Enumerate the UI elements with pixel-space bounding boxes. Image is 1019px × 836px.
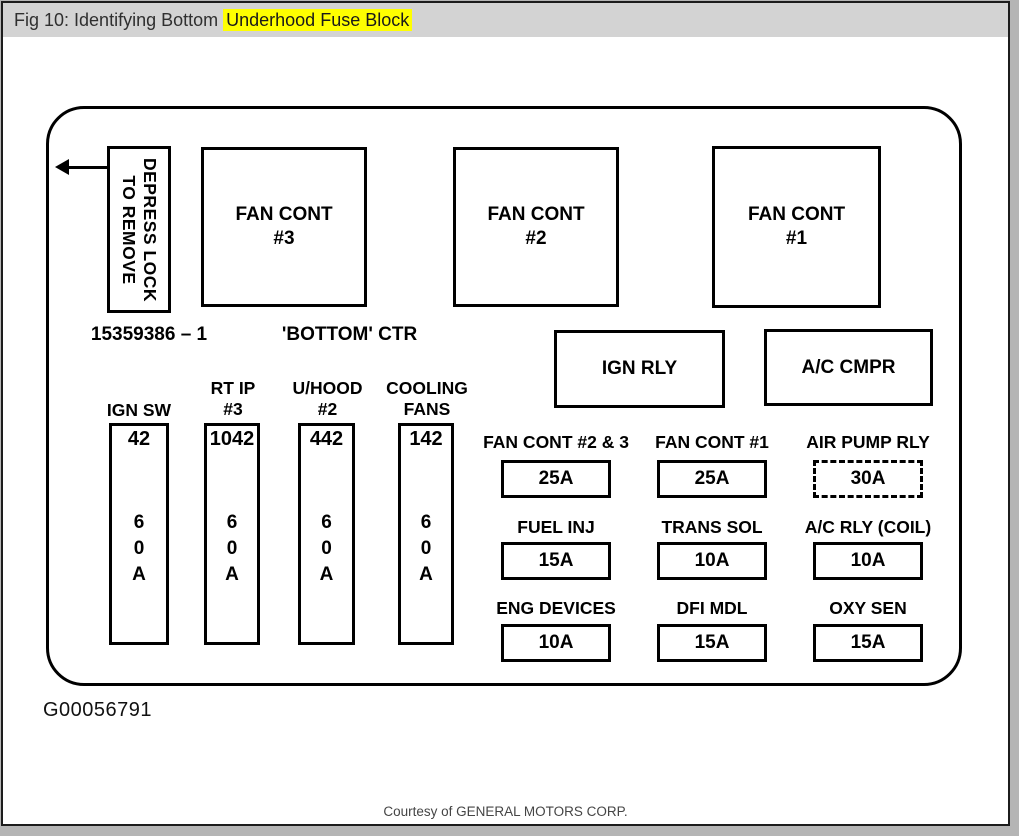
mini-fuse-label-oxy-sen: OXY SEN — [829, 598, 907, 618]
mini-fuse-box-trans-sol: 10A — [657, 542, 767, 580]
fan-cont-2-label-line1: FAN CONT — [487, 204, 585, 225]
figure-caption-highlight: Underhood Fuse Block — [223, 9, 413, 31]
depress-lock-note-line1: DEPRESS LOCK — [140, 157, 160, 302]
mini-fuse-label-eng-devices: ENG DEVICES — [496, 598, 616, 618]
mini-fuse-box-eng-devices: 10A — [501, 624, 611, 662]
mini-fuse-rating: 30A — [850, 468, 886, 489]
mini-fuse-box-oxy-sen: 15A — [813, 624, 923, 662]
maxi-fuse-cavity: 42 — [127, 428, 151, 450]
maxi-fuse-label-line: U/HOOD — [292, 378, 363, 398]
location-label: 'BOTTOM' CTR — [281, 324, 418, 345]
figure-id: G00056791 — [43, 699, 153, 721]
maxi-fuse-cavity: 142 — [409, 428, 443, 450]
mini-fuse-rating: 25A — [538, 468, 574, 489]
ac-cmpr-box: A/C CMPR — [764, 329, 933, 406]
figure-caption-text: Fig 10: Identifying Bottom — [14, 10, 219, 30]
mini-fuse-label-air-pump-rly: AIR PUMP RLY — [806, 432, 930, 452]
maxi-fuse-rating: 6 0 A — [419, 512, 433, 585]
remove-arrow-icon — [65, 166, 109, 169]
figure-viewer-window: Fig 10: Identifying Bottom Underhood Fus… — [1, 1, 1010, 826]
depress-lock-box: DEPRESS LOCK TO REMOVE — [107, 146, 171, 313]
fan-cont-3-box: FAN CONT #3 — [201, 147, 367, 307]
fan-cont-2-box: FAN CONT #2 — [453, 147, 619, 307]
fan-cont-1-box: FAN CONT #1 — [712, 146, 881, 308]
mini-fuse-rating: 10A — [538, 632, 574, 653]
maxi-fuse-strip-cooling-fans: 142 6 0 A — [398, 423, 454, 645]
maxi-fuse-strip-ign-sw: 42 6 0 A — [109, 423, 169, 645]
mini-fuse-rating: 10A — [694, 550, 730, 571]
maxi-fuse-strip-uhood: 442 6 0 A — [298, 423, 355, 645]
fan-cont-1-label-line2: #1 — [785, 228, 808, 249]
maxi-fuse-rating: 6 0 A — [319, 512, 334, 585]
maxi-fuse-label-line: RT IP — [210, 378, 256, 398]
mini-fuse-rating: 10A — [850, 550, 886, 571]
fan-cont-1-label-line1: FAN CONT — [747, 204, 846, 225]
figure-caption-bar: Fig 10: Identifying Bottom Underhood Fus… — [3, 3, 1008, 37]
fan-cont-2-label-line2: #2 — [525, 228, 547, 249]
courtesy-note: Courtesy of GENERAL MOTORS CORP. — [383, 804, 628, 819]
maxi-fuse-label-ign-sw: IGN SW — [96, 400, 182, 421]
maxi-fuse-label-line: #3 — [223, 399, 243, 419]
depress-lock-note: DEPRESS LOCK TO REMOVE — [118, 144, 160, 316]
maxi-fuse-rating: 6 0 A — [132, 512, 146, 585]
maxi-fuse-label-line: IGN SW — [106, 400, 172, 420]
mini-fuse-label-fan-cont-2-3: FAN CONT #2 & 3 — [483, 432, 629, 452]
ign-rly-label: IGN RLY — [601, 358, 678, 379]
maxi-fuse-label-cooling-fans: COOLING FANS — [377, 378, 477, 420]
mini-fuse-label-dfi-mdl: DFI MDL — [676, 598, 748, 618]
fan-cont-3-label-line2: #3 — [273, 228, 295, 249]
mini-fuse-box-fan-cont-2-3: 25A — [501, 460, 611, 498]
mini-fuse-rating: 15A — [694, 632, 730, 653]
mini-fuse-box-air-pump-rly: 30A — [813, 460, 923, 498]
mini-fuse-label-trans-sol: TRANS SOL — [661, 517, 763, 537]
mini-fuse-box-fuel-inj: 15A — [501, 542, 611, 580]
maxi-fuse-label-rt-ip: RT IP #3 — [190, 378, 276, 420]
mini-fuse-box-fan-cont-1: 25A — [657, 460, 767, 498]
maxi-fuse-rating: 6 0 A — [225, 512, 239, 585]
part-number: 15359386 – 1 — [90, 324, 208, 345]
mini-fuse-rating: 25A — [694, 468, 730, 489]
ign-rly-box: IGN RLY — [554, 330, 725, 408]
mini-fuse-rating: 15A — [538, 550, 574, 571]
mini-fuse-rating: 15A — [850, 632, 886, 653]
maxi-fuse-label-line: FANS — [403, 399, 451, 419]
fuse-block-diagram: DEPRESS LOCK TO REMOVE FAN CONT #3 FAN C… — [3, 37, 1008, 824]
maxi-fuse-strip-rt-ip: 1042 6 0 A — [204, 423, 260, 645]
maxi-fuse-label-line: COOLING — [386, 378, 468, 398]
fan-cont-3-label-line1: FAN CONT — [235, 204, 333, 225]
maxi-fuse-label-line: #2 — [317, 399, 338, 419]
mini-fuse-label-fan-cont-1: FAN CONT #1 — [655, 432, 769, 452]
mini-fuse-box-dfi-mdl: 15A — [657, 624, 767, 662]
maxi-fuse-label-uhood: U/HOOD #2 — [279, 378, 376, 420]
remove-arrowhead-icon — [55, 159, 69, 175]
depress-lock-note-line2: TO REMOVE — [119, 174, 139, 285]
maxi-fuse-cavity: 1042 — [209, 428, 255, 450]
mini-fuse-label-fuel-inj: FUEL INJ — [517, 517, 595, 537]
maxi-fuse-cavity: 442 — [309, 428, 344, 450]
ac-cmpr-label: A/C CMPR — [801, 356, 896, 378]
mini-fuse-box-ac-rly-coil: 10A — [813, 542, 923, 580]
mini-fuse-label-ac-rly-coil: A/C RLY (COIL) — [804, 517, 932, 537]
